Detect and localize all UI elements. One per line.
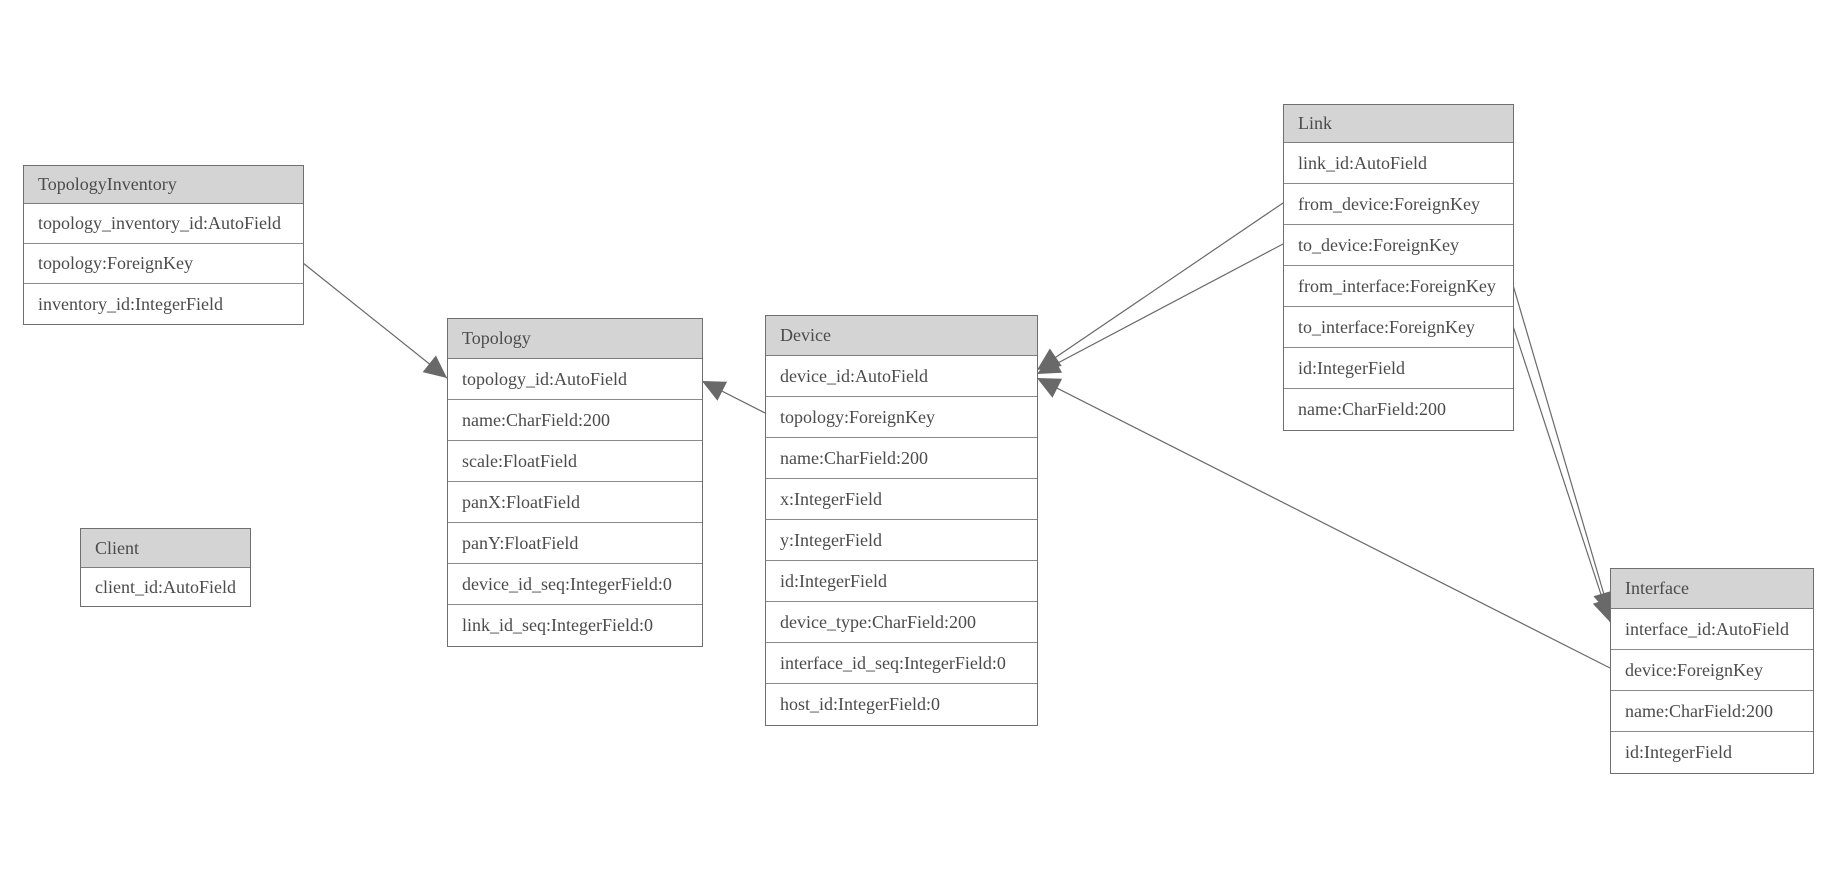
- field-device-fk: device:ForeignKey: [1611, 650, 1813, 691]
- field-pany: panY:FloatField: [448, 523, 702, 564]
- field-device-id: device_id:AutoField: [766, 356, 1037, 397]
- field-y: y:IntegerField: [766, 520, 1037, 561]
- field-scale: scale:FloatField: [448, 441, 702, 482]
- field-id: id:IntegerField: [1284, 348, 1513, 389]
- field-host-id: host_id:IntegerField:0: [780, 694, 940, 714]
- entity-topology-title: Topology: [448, 319, 702, 359]
- field-interface-id-seq: interface_id_seq:IntegerField:0: [766, 643, 1037, 684]
- field-topology-inventory-id: topology_inventory_id:AutoField: [24, 204, 303, 244]
- entity-topology: Topology topology_id:AutoField name:Char…: [447, 318, 703, 647]
- edge-link-frominterface-interface: [1512, 284, 1614, 616]
- edge-link-todevice-device: [1036, 243, 1284, 375]
- field-name: name:CharField:200: [766, 438, 1037, 479]
- field-from-interface: from_interface:ForeignKey: [1284, 266, 1513, 307]
- field-interface-id: interface_id:AutoField: [1611, 609, 1813, 650]
- field-panx: panX:FloatField: [448, 482, 702, 523]
- field-device-type: device_type:CharField:200: [766, 602, 1037, 643]
- field-x: x:IntegerField: [766, 479, 1037, 520]
- field-name: name:CharField:200: [448, 400, 702, 441]
- entity-client: Client client_id:AutoField: [80, 528, 251, 607]
- field-to-interface: to_interface:ForeignKey: [1284, 307, 1513, 348]
- field-name: name:CharField:200: [1298, 399, 1446, 419]
- field-topology-fk: topology:ForeignKey: [766, 397, 1037, 438]
- entity-client-title: Client: [81, 529, 250, 568]
- edge-device-topology: [701, 380, 766, 414]
- entity-topologyinventory: TopologyInventory topology_inventory_id:…: [23, 165, 304, 325]
- entity-device: Device device_id:AutoField topology:Fore…: [765, 315, 1038, 726]
- edge-link-tointerface-interface: [1512, 325, 1614, 623]
- entity-interface-title: Interface: [1611, 569, 1813, 609]
- entity-link: Link link_id:AutoField from_device:Forei…: [1283, 104, 1514, 431]
- field-name: name:CharField:200: [1611, 691, 1813, 732]
- entity-topologyinventory-title: TopologyInventory: [24, 166, 303, 204]
- field-client-id: client_id:AutoField: [95, 576, 236, 597]
- field-to-device: to_device:ForeignKey: [1284, 225, 1513, 266]
- field-id: id:IntegerField: [766, 561, 1037, 602]
- edge-topologyinventory-topology: [302, 262, 448, 379]
- edge-interface-device: [1036, 377, 1611, 669]
- entity-interface: Interface interface_id:AutoField device:…: [1610, 568, 1814, 774]
- field-from-device: from_device:ForeignKey: [1284, 184, 1513, 225]
- field-topology-fk: topology:ForeignKey: [24, 244, 303, 284]
- field-link-id-seq: link_id_seq:IntegerField:0: [462, 615, 653, 635]
- field-device-id-seq: device_id_seq:IntegerField:0: [448, 564, 702, 605]
- entity-link-title: Link: [1284, 105, 1513, 143]
- entity-device-title: Device: [766, 316, 1037, 356]
- field-inventory-id: inventory_id:IntegerField: [38, 293, 223, 314]
- edge-link-fromdevice-device: [1036, 202, 1284, 371]
- field-topology-id: topology_id:AutoField: [448, 359, 702, 400]
- field-id: id:IntegerField: [1625, 742, 1732, 762]
- field-link-id: link_id:AutoField: [1284, 143, 1513, 184]
